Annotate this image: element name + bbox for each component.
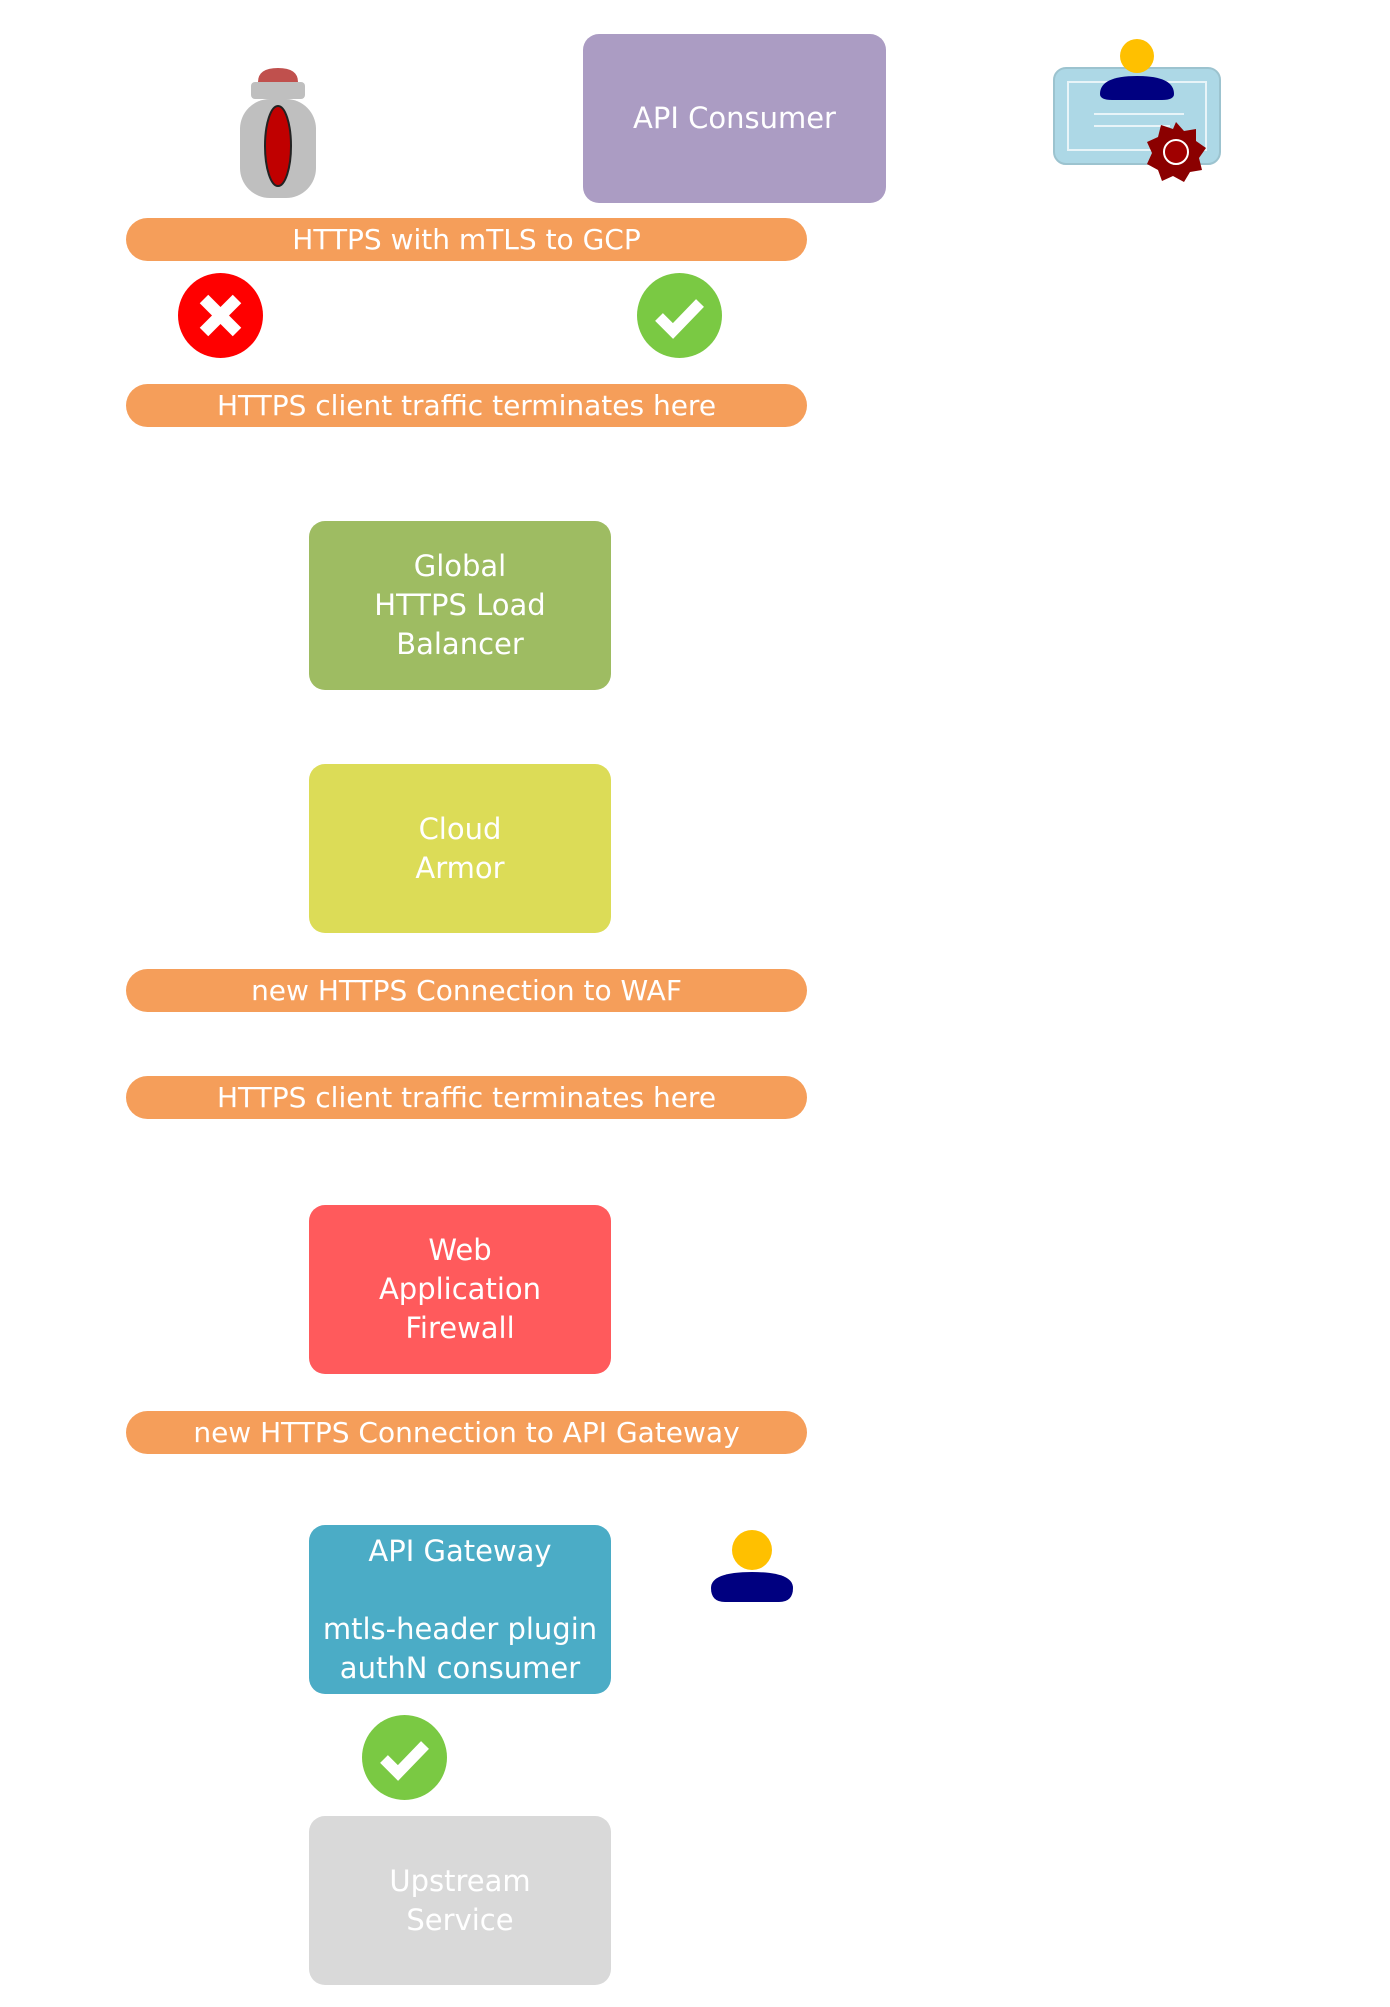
terminate-banner-2-label: HTTPS client traffic terminates here (216, 1081, 717, 1114)
cross-icon (178, 273, 263, 358)
mtls-banner: HTTPS with mTLS to GCP (126, 218, 807, 261)
load-balancer-box: Global HTTPS Load Balancer (309, 521, 611, 690)
to-gateway-banner: new HTTPS Connection to API Gateway (126, 1411, 807, 1454)
certificate-icon (1053, 39, 1221, 182)
upstream-service-box: Upstream Service (309, 1816, 611, 1985)
api-consumer-label: API Consumer (633, 101, 836, 135)
waf-box: Web Application Firewall (309, 1205, 611, 1374)
to-gateway-banner-label: new HTTPS Connection to API Gateway (193, 1416, 740, 1449)
api-gateway-box: API Gateway mtls-header plugin authN con… (309, 1525, 611, 1694)
cloud-armor-label: Cloud Armor (415, 811, 505, 885)
load-balancer-label: Global HTTPS Load Balancer (374, 549, 546, 661)
api-gateway-label: API Gateway mtls-header plugin authN con… (322, 1533, 598, 1685)
waf-label: Web Application Firewall (378, 1233, 542, 1345)
user-icon (711, 1530, 793, 1602)
check-icon (637, 273, 722, 358)
terminate-banner-1-label: HTTPS client traffic terminates here (216, 389, 717, 422)
to-waf-banner-label: new HTTPS Connection to WAF (251, 974, 682, 1007)
attacker-icon (240, 68, 316, 198)
mtls-banner-label: HTTPS with mTLS to GCP (292, 223, 641, 256)
to-waf-banner: new HTTPS Connection to WAF (126, 969, 807, 1012)
terminate-banner-2: HTTPS client traffic terminates here (126, 1076, 807, 1119)
terminate-banner-1: HTTPS client traffic terminates here (126, 384, 807, 427)
api-consumer-box: API Consumer (583, 34, 886, 203)
check-icon (362, 1715, 447, 1800)
cloud-armor-box: Cloud Armor (309, 764, 611, 933)
upstream-service-label: Upstream Service (389, 1863, 531, 1937)
